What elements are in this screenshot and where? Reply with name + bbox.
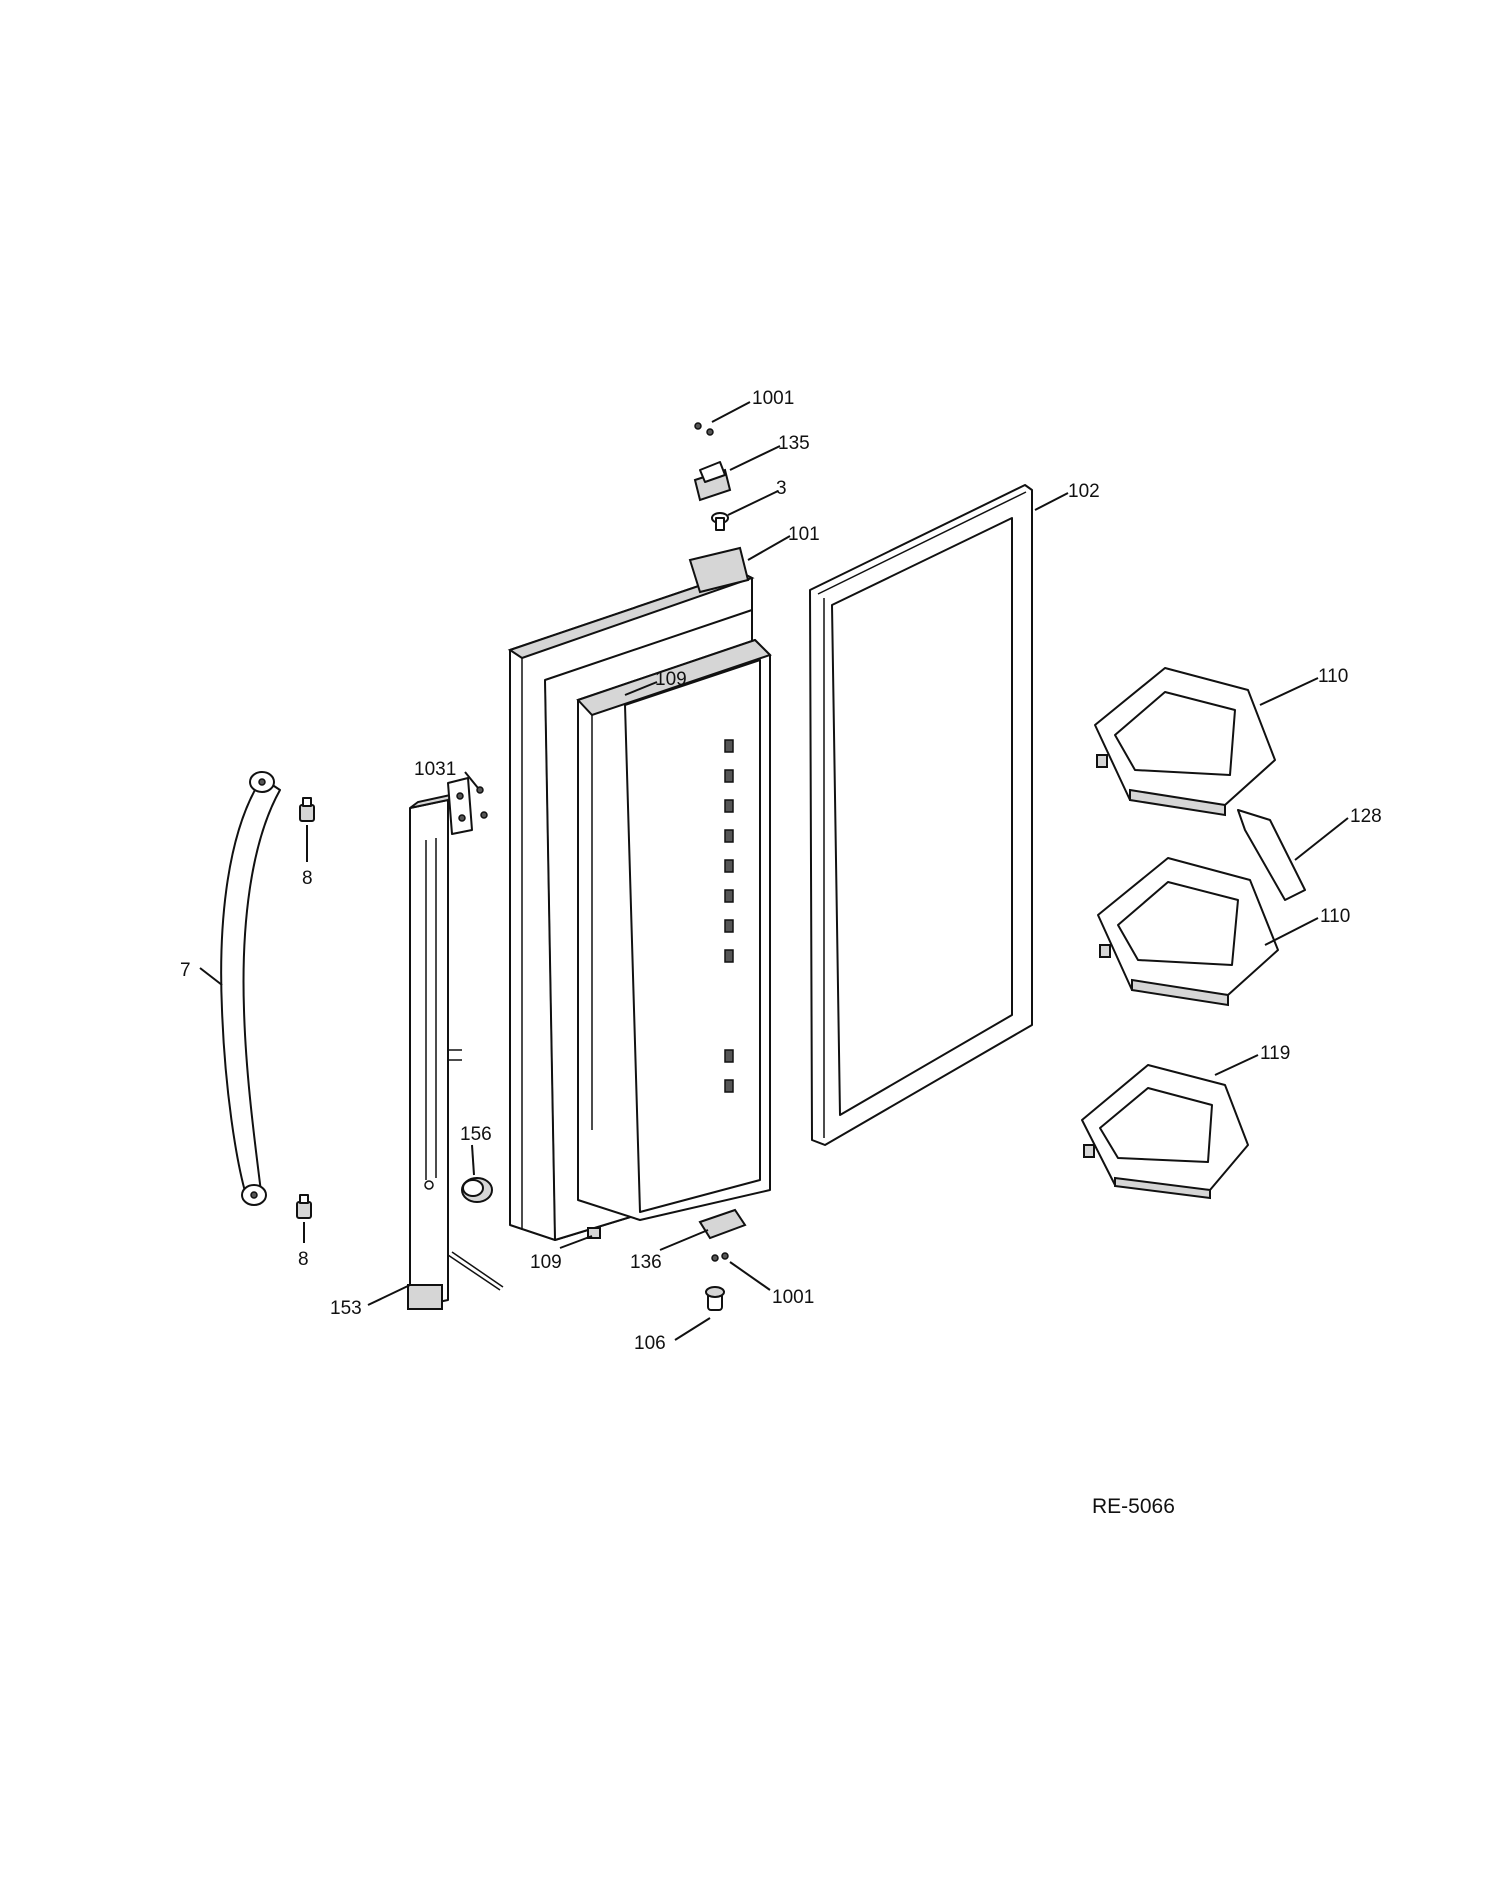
leader-lines <box>199 401 1349 1341</box>
callout-119: 119 <box>1260 1043 1290 1064</box>
drawing-reference: RE-5066 <box>1092 1495 1175 1518</box>
callout-109-top: 109 <box>655 669 687 690</box>
door-bin-bottom-part <box>1081 1064 1249 1200</box>
callout-1031: 1031 <box>414 759 456 780</box>
bin-divider-part <box>1237 809 1306 901</box>
liner-rail-slots <box>724 739 734 1093</box>
callout-109-bottom: 109 <box>530 1252 562 1273</box>
callout-136: 136 <box>630 1252 662 1273</box>
callout-106: 106 <box>634 1333 666 1354</box>
callout-135: 135 <box>778 433 810 454</box>
callout-101: 101 <box>788 524 820 545</box>
handle-screw-top <box>299 797 315 822</box>
top-hinge-part <box>693 422 732 531</box>
door-bin-middle-part <box>1097 857 1279 1007</box>
door-gasket-part <box>809 484 1033 1146</box>
door-trim-bar-part <box>407 777 504 1310</box>
door-handle-part <box>220 771 281 1206</box>
callout-3: 3 <box>776 478 787 499</box>
hinge-screws-part <box>476 786 488 819</box>
callout-110-mid: 110 <box>1320 906 1350 927</box>
callout-128: 128 <box>1350 806 1382 827</box>
callout-8-bottom: 8 <box>298 1249 309 1270</box>
callout-156: 156 <box>460 1124 492 1145</box>
handle-screw-bottom <box>296 1194 312 1219</box>
door-liner-part <box>576 638 772 1221</box>
callout-8-top: 8 <box>302 868 313 889</box>
callout-153: 153 <box>330 1298 362 1319</box>
door-bin-top-part <box>1094 667 1276 817</box>
callout-110-top: 110 <box>1318 666 1348 687</box>
callout-1001-top: 1001 <box>752 388 794 409</box>
bottom-hinge-part <box>587 1208 747 1311</box>
callout-102: 102 <box>1068 481 1100 502</box>
cap-part <box>461 1177 493 1203</box>
callout-labels: 1001 135 3 101 102 109 1031 110 128 110 … <box>180 388 1382 1354</box>
callout-1001-bottom: 1001 <box>772 1287 814 1308</box>
callout-7: 7 <box>180 960 191 981</box>
